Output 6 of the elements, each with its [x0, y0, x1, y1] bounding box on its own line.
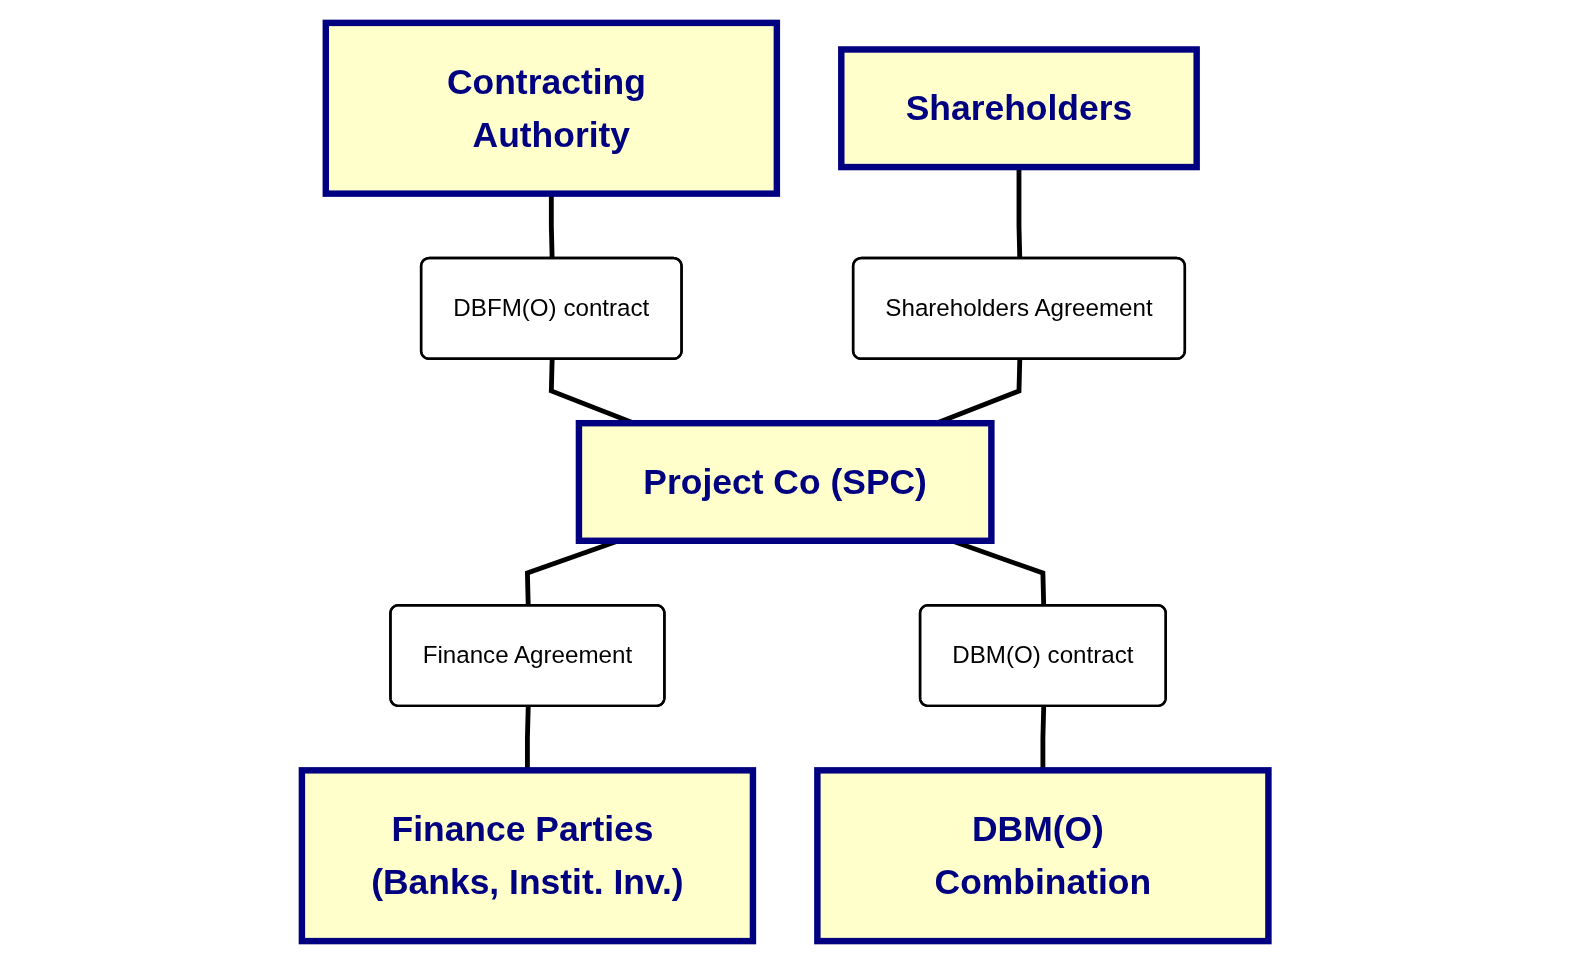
- node-box: Project Co (SPC): [575, 419, 995, 544]
- node-box: DBM(O) Combination: [814, 767, 1272, 945]
- node-box: Shareholders: [837, 46, 1200, 171]
- connector: [1016, 167, 1023, 259]
- node-box: Finance Parties (Banks, Instit. Inv.): [298, 767, 756, 945]
- node-box: Contracting Authority: [322, 19, 780, 197]
